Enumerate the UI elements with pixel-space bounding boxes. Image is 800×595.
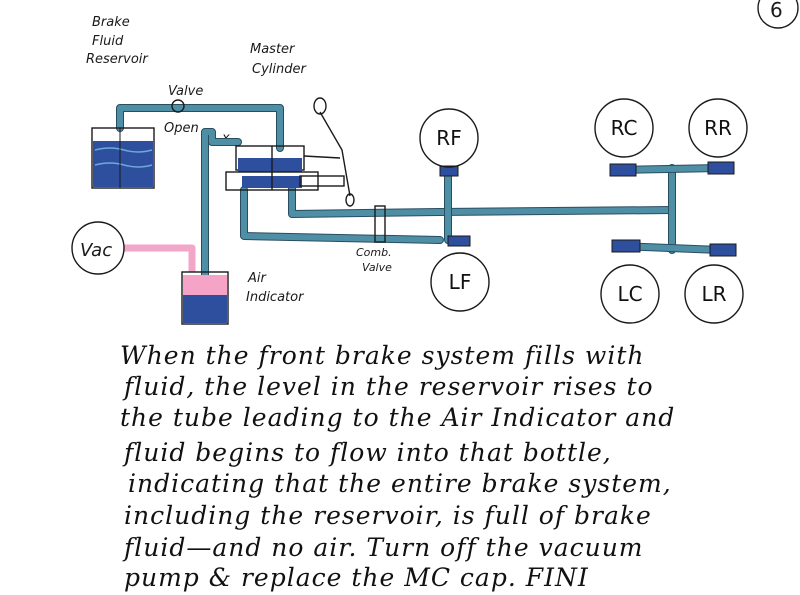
vac-label: Vac — [80, 240, 112, 261]
caption-line-1: When the front brake system fills with — [120, 341, 644, 370]
wheel-rc: RC — [594, 98, 654, 158]
open-label: Open — [164, 121, 199, 136]
wheel-lf: LF — [430, 252, 490, 312]
air-indicator-bottle — [181, 271, 229, 325]
page-number-text: 6 — [770, 0, 783, 22]
reservoir-label-line-1: Brake — [92, 15, 130, 30]
caption-paragraph: When the front brake system fills with f… — [120, 341, 675, 592]
caption-line-4: fluid begins to flow into that bottle, — [122, 438, 612, 467]
reservoir-jar — [91, 127, 155, 189]
comb-valve-label-line-2: Valve — [362, 261, 392, 274]
page-number: 6 — [757, 0, 799, 29]
comb-valve-label-line-1: Comb. — [356, 246, 392, 259]
comb-valve-label: Comb. Valve — [356, 246, 392, 274]
caption-line-2: fluid, the level in the reservoir rises … — [122, 372, 654, 401]
reservoir-label-line-2: Fluid — [92, 34, 124, 49]
wheel-lc-label: LC — [617, 282, 642, 306]
master-cylinder-label: Master Cylinder — [250, 42, 307, 77]
caption-line-7: fluid—and no air. Turn off the vacuum — [122, 533, 644, 562]
caption-line-6: including the reservoir, is full of brak… — [124, 501, 652, 530]
reservoir-label-line-3: Reservoir — [86, 52, 149, 67]
wheel-lr-label: LR — [701, 282, 726, 306]
wheel-rc-label: RC — [611, 116, 638, 140]
caption-line-5: indicating that the entire brake system, — [128, 469, 672, 498]
wheel-lr: LR — [684, 264, 744, 324]
master-cylinder-label-line-1: Master — [250, 42, 296, 57]
combination-valve — [374, 205, 386, 243]
wheel-lf-label: LF — [449, 270, 472, 294]
wheel-rr-label: RR — [704, 116, 732, 140]
vacuum-pump: Vac — [71, 221, 196, 275]
caption-line-3: the tube leading to the Air Indicator an… — [120, 403, 675, 432]
air-indicator-label-line-2: Indicator — [246, 290, 305, 305]
air-indicator-label-line-1: Air — [247, 271, 268, 286]
brake-calipers — [439, 161, 737, 257]
reservoir-label: Brake Fluid Reservoir — [86, 15, 149, 67]
wheel-lc: LC — [600, 264, 660, 324]
master-cylinder-label-line-2: Cylinder — [252, 62, 307, 77]
wheel-rf: RF — [419, 108, 479, 168]
wheel-rf-label: RF — [436, 126, 461, 150]
wheel-rr: RR — [688, 98, 748, 158]
valve-label: Valve — [168, 84, 203, 99]
caption-line-8: pump & replace the MC cap. FINI — [124, 563, 589, 592]
air-indicator-label: Air Indicator — [246, 271, 305, 305]
valve-icon — [171, 99, 185, 113]
master-cylinder — [225, 97, 355, 207]
